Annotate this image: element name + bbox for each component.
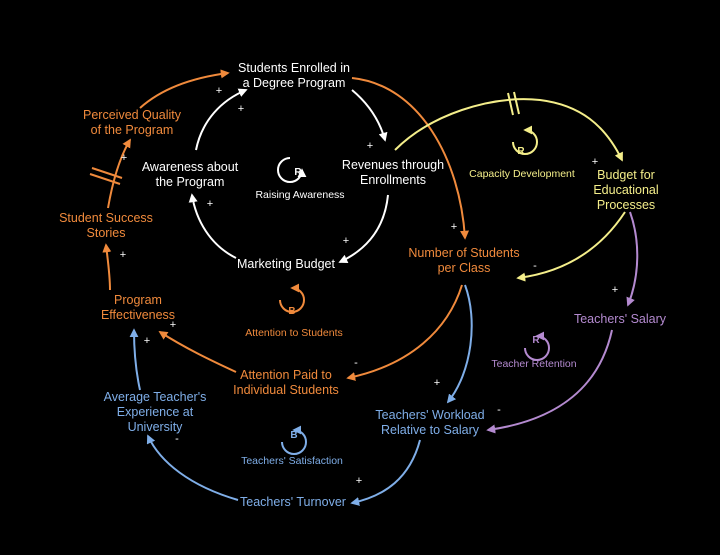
link-salary-to-workload	[486, 329, 613, 434]
loop-icon-teachers-satisfaction	[281, 425, 307, 455]
loop-type-capacity-development: R	[517, 146, 525, 157]
node-program-effectiveness: Program Effectiveness	[100, 293, 176, 322]
node-attention-paid: Attention Paid to Individual Students	[233, 368, 339, 397]
node-budget-educational: Budget for Educational Processes	[593, 168, 659, 212]
node-awareness: Awareness about the Program	[141, 160, 239, 189]
node-teachers-salary: Teachers' Salary	[573, 312, 666, 326]
sign-students-per-class-attention: -	[354, 357, 358, 369]
loop-icon-capacity-development	[512, 125, 538, 155]
sign-marketing-awareness: +	[206, 198, 214, 210]
link-stories-to-perceived	[107, 138, 131, 209]
link-budget-to-students-per-class	[516, 211, 626, 282]
delay-mark-stories-perceived-1	[91, 167, 123, 179]
node-success-stories: Student Success Stories	[59, 211, 153, 240]
sign-revenues-budget: +	[591, 156, 599, 168]
loop-icon-teacher-retention	[524, 331, 550, 361]
node-avg-experience: Average Teacher's Experience at Universi…	[103, 390, 207, 434]
loop-label-attention-to-students: Attention to Students	[245, 327, 343, 339]
sign-students-per-class-workload: +	[433, 377, 441, 389]
link-students-per-class-to-attention	[346, 284, 463, 381]
link-students-per-class-to-workload	[446, 284, 473, 404]
sign-effectiveness-stories: +	[119, 249, 127, 261]
link-awareness-to-enrolled	[195, 88, 248, 151]
link-revenues-to-marketing	[338, 194, 389, 264]
delay-mark-revenues-budget-2	[513, 91, 520, 115]
loop-icon-attention-to-students	[279, 283, 305, 313]
link-turnover-to-experience	[146, 434, 239, 501]
loop-type-attention-to-students: B	[288, 306, 295, 317]
node-revenues: Revenues through Enrollments	[341, 158, 445, 187]
link-experience-to-effectiveness	[129, 328, 141, 391]
sign-revenues-marketing: +	[342, 235, 350, 247]
link-budget-to-salary	[626, 211, 639, 307]
sign-budget-students-per-class: -	[533, 260, 537, 272]
loop-type-raising-awareness: R	[294, 167, 302, 178]
link-attention-to-effectiveness	[158, 331, 237, 373]
loop-icon-raising-awareness	[277, 157, 307, 183]
loop-type-teachers-satisfaction: B	[290, 430, 297, 441]
node-teachers-workload: Teachers' Workload Relative to Salary	[375, 408, 485, 437]
loop-label-capacity-development: Capacity Development	[469, 168, 575, 180]
sign-enrolled-students-per-class: +	[450, 221, 458, 233]
link-marketing-to-awareness	[188, 193, 237, 259]
sign-experience-effectiveness: +	[143, 335, 151, 347]
sign-turnover-experience: -	[175, 433, 179, 445]
sign-budget-salary: +	[611, 284, 619, 296]
link-revenues-to-budget	[394, 98, 623, 162]
link-enrolled-to-students-per-class	[351, 77, 470, 240]
link-enrolled-to-revenues	[351, 89, 388, 142]
link-workload-to-turnover	[350, 439, 421, 506]
delay-mark-stories-perceived-2	[89, 173, 121, 185]
sign-salary-workload: -	[497, 404, 501, 416]
node-perceived-quality: Perceived Quality of the Program	[83, 108, 181, 137]
delay-mark-revenues-budget-1	[507, 92, 514, 116]
node-marketing-budget: Marketing Budget	[237, 257, 335, 271]
loop-label-teachers-satisfaction: Teachers' Satisfaction	[241, 455, 343, 467]
loop-type-teacher-retention: R	[532, 335, 540, 346]
loop-label-raising-awareness: Raising Awareness	[255, 189, 345, 201]
node-teachers-turnover: Teachers' Turnover	[240, 495, 346, 509]
sign-stories-perceived: +	[120, 152, 128, 164]
sign-awareness-enrolled: +	[215, 85, 223, 97]
link-perceived-to-enrolled	[139, 69, 230, 109]
sign-attention-effectiveness: +	[169, 319, 177, 331]
sign-awareness-enrolled-b: +	[237, 103, 245, 115]
link-effectiveness-to-stories	[102, 243, 112, 291]
loop-label-teacher-retention: Teacher Retention	[491, 358, 577, 370]
node-students-enrolled: Students Enrolled in a Degree Program	[238, 61, 350, 90]
sign-enrolled-revenues: +	[366, 140, 374, 152]
sign-workload-turnover: +	[355, 475, 363, 487]
node-students-per-class: Number of Students per Class	[408, 246, 520, 275]
